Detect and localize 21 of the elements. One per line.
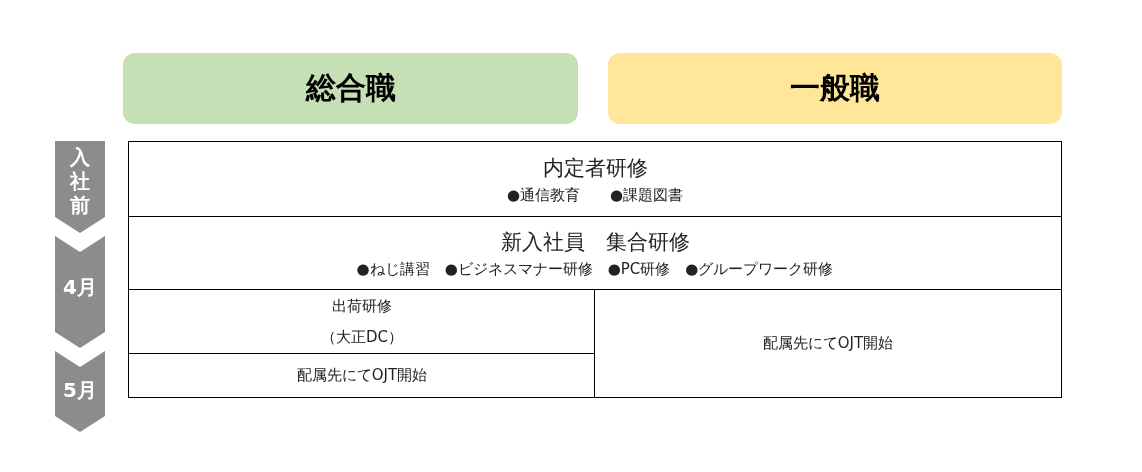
cell-text: 出荷研修 [332,297,392,316]
table-cell [128,289,596,355]
cell-text: 配属先にてOJT開始 [296,366,428,385]
period-block [55,236,105,348]
bullet-list-text: ●ねじ講習 ●ビジネスマナー研修 ●PC研修 ●グループワーク研修 [356,260,834,279]
table-cell [128,141,1062,218]
table-cell [594,289,1062,398]
table-cell [128,353,596,398]
period-block [55,351,105,432]
bullet-list-text: ●通信教育 ●課題図書 [506,186,684,205]
period-label: 5月 [63,379,97,401]
cell-text: 配属先にてOJT開始 [762,334,894,353]
cell-text: （大正DC） [321,328,403,347]
cell-heading: 新入社員 集合研修 [500,229,690,256]
period-block [55,141,105,233]
table-cell [128,216,1062,291]
period-label: 4月 [63,276,97,298]
period-label: 入社前 [70,145,90,217]
category-header: 総合職 [123,53,578,124]
cell-heading: 内定者研修 [542,155,648,182]
category-header: 一般職 [608,53,1062,124]
